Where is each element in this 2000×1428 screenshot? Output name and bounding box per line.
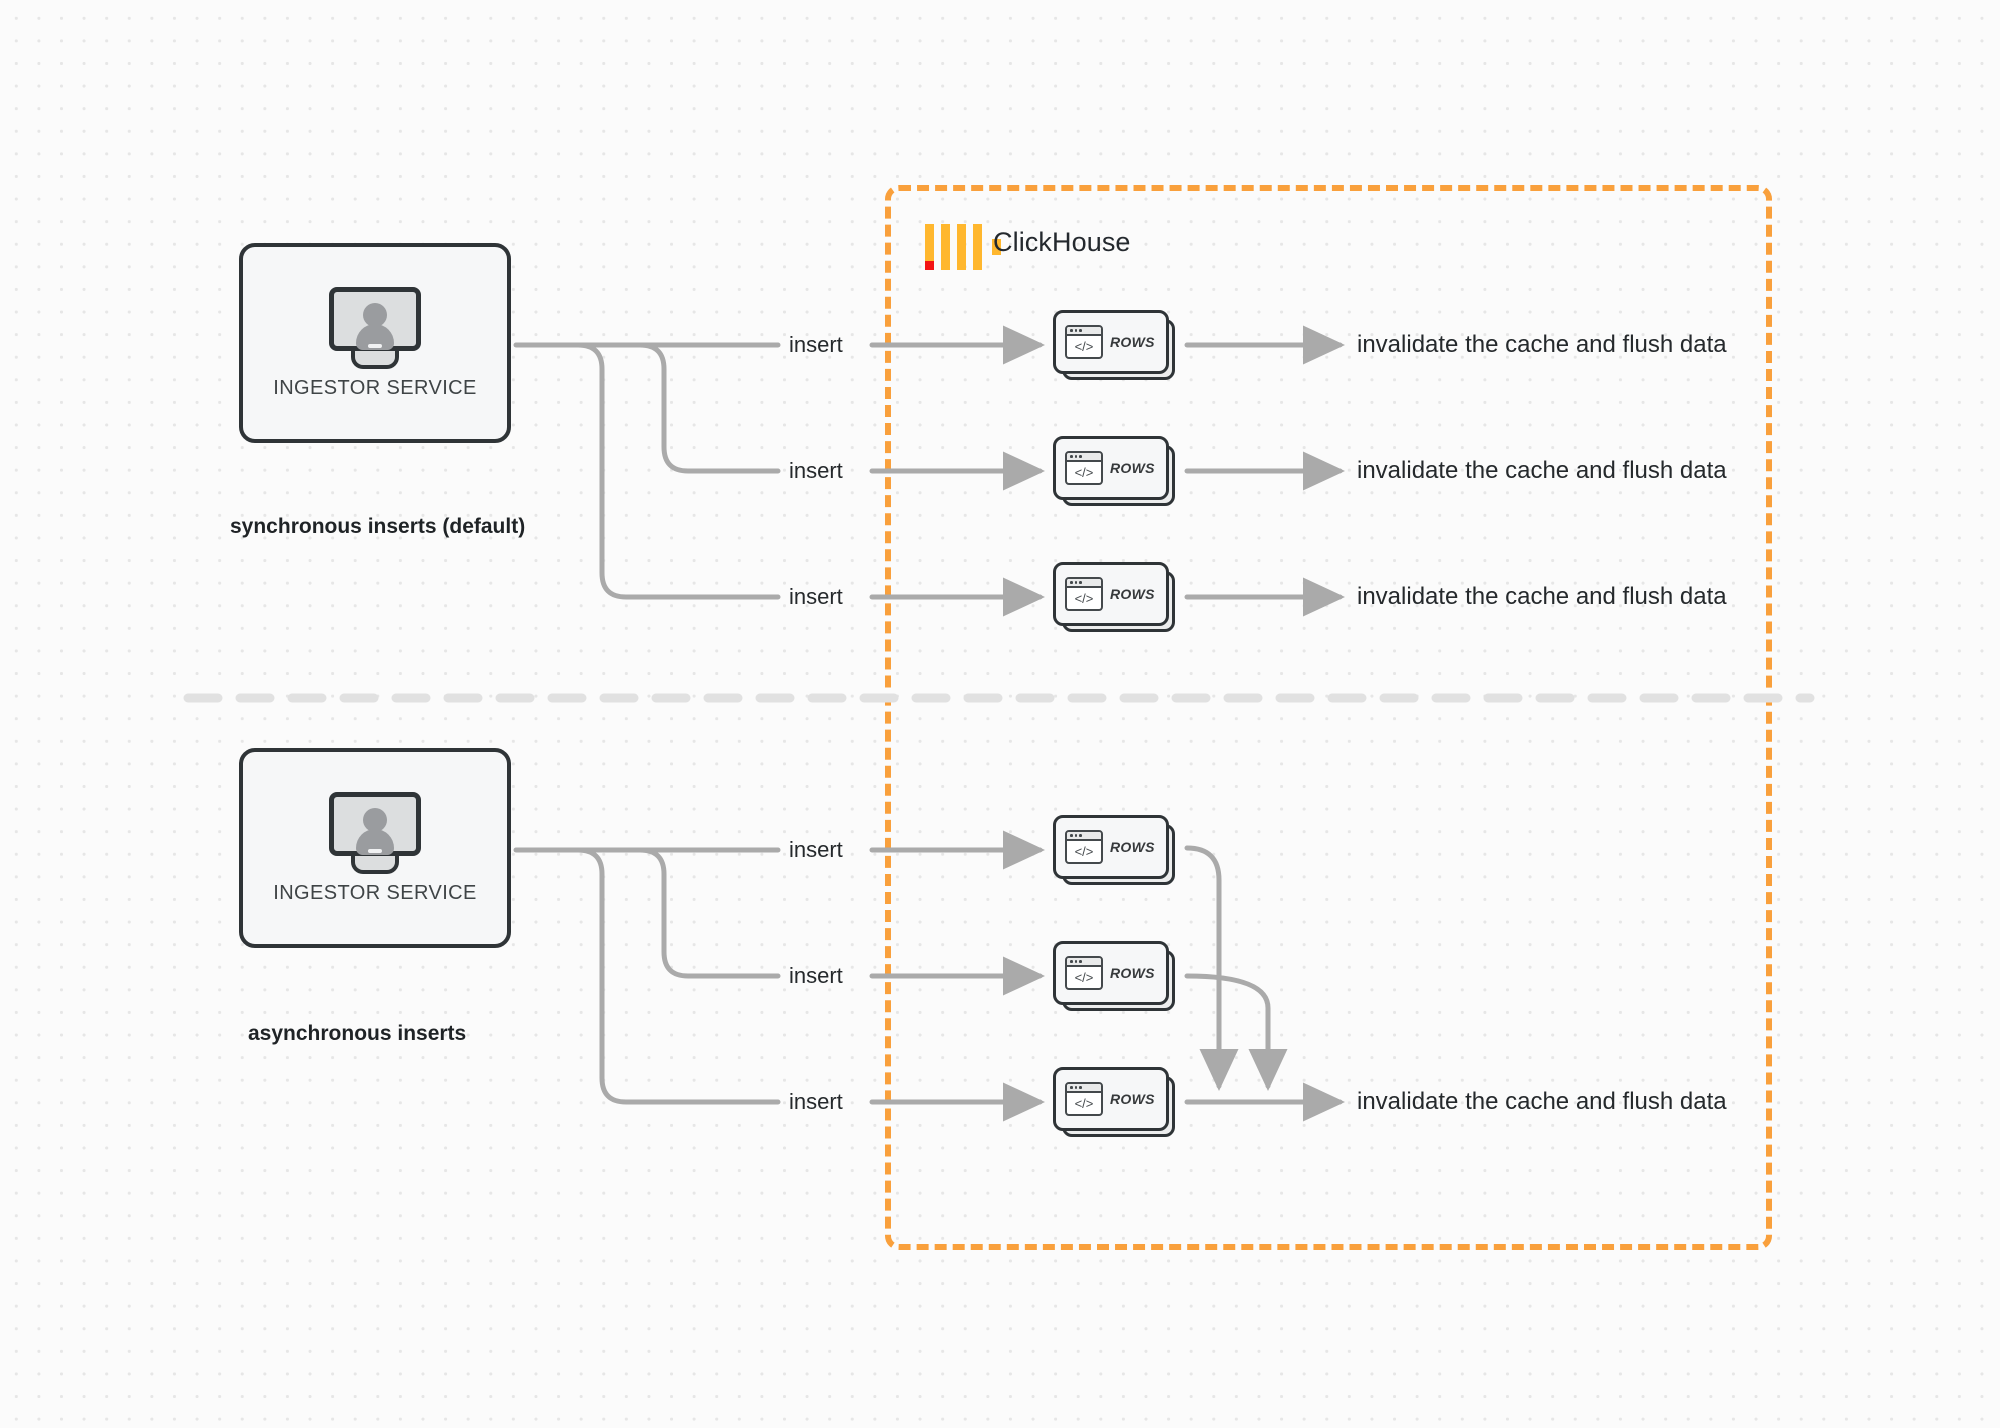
code-glyph: </> (1074, 591, 1094, 606)
rows-card-async-1[interactable]: </> ROWS (1053, 815, 1175, 885)
rows-card-front: </> ROWS (1053, 310, 1169, 374)
insert-label-sync-2: insert (789, 458, 843, 483)
sink-label-async: invalidate the cache and flush data (1357, 1088, 1727, 1115)
code-window-icon: </> (1065, 451, 1103, 485)
rows-card-front: </> ROWS (1053, 815, 1169, 879)
code-glyph: </> (1074, 970, 1094, 985)
ingestor-service-label: INGESTOR SERVICE (273, 881, 477, 904)
window-titlebar (1067, 327, 1101, 336)
clickhouse-logo-bar-2 (941, 224, 950, 270)
window-titlebar (1067, 832, 1101, 841)
rows-card-async-2[interactable]: </> ROWS (1053, 941, 1175, 1011)
section-caption-asynchronous: asynchronous inserts (248, 1022, 467, 1045)
monitor-notch (368, 848, 382, 853)
sink-label-sync-3: invalidate the cache and flush data (1357, 583, 1727, 610)
window-titlebar (1067, 1084, 1101, 1093)
clickhouse-logo-bar-1 (925, 224, 934, 270)
insert-label-async-1: insert (789, 837, 843, 862)
window-titlebar (1067, 453, 1101, 462)
code-glyph: </> (1074, 1096, 1094, 1111)
sink-label-sync-1: invalidate the cache and flush data (1357, 331, 1727, 358)
rows-card-label: ROWS (1110, 460, 1155, 476)
sync-wire-branch-2 (637, 342, 781, 474)
rows-card-front: </> ROWS (1053, 562, 1169, 626)
clickhouse-logo (925, 224, 1001, 270)
ingestor-service-sync[interactable]: INGESTOR SERVICE (239, 243, 511, 443)
window-titlebar (1067, 958, 1101, 967)
user-head (363, 302, 387, 327)
clickhouse-logo-stub (992, 239, 1001, 255)
monitor-stand (351, 853, 399, 874)
monitor-screen (329, 791, 421, 856)
section-caption-synchronous: synchronous inserts (default) (230, 515, 526, 538)
async-wire-branch-2 (637, 847, 781, 979)
rows-card-label: ROWS (1110, 1091, 1155, 1107)
code-glyph: </> (1074, 465, 1094, 480)
monitor-screen (329, 286, 421, 351)
ingestor-service-async[interactable]: INGESTOR SERVICE (239, 748, 511, 948)
rows-card-front: </> ROWS (1053, 436, 1169, 500)
rows-card-sync-3[interactable]: </> ROWS (1053, 562, 1175, 632)
clickhouse-boundary (885, 185, 1772, 1250)
window-titlebar (1067, 579, 1101, 588)
rows-card-front: </> ROWS (1053, 941, 1169, 1005)
code-glyph: </> (1074, 844, 1094, 859)
clickhouse-logo-bar-3 (957, 224, 966, 270)
monitor-user-icon (329, 791, 421, 876)
rows-card-label: ROWS (1110, 839, 1155, 855)
monitor-user-icon (329, 286, 421, 371)
code-glyph: </> (1074, 339, 1094, 354)
rows-card-label: ROWS (1110, 965, 1155, 981)
sink-label-sync-2: invalidate the cache and flush data (1357, 457, 1727, 484)
rows-card-label: ROWS (1110, 334, 1155, 350)
clickhouse-logo-bar-4 (973, 224, 982, 270)
insert-label-async-2: insert (789, 963, 843, 988)
code-window-icon: </> (1065, 956, 1103, 990)
user-head (363, 807, 387, 832)
code-window-icon: </> (1065, 830, 1103, 864)
code-window-icon: </> (1065, 577, 1103, 611)
sync-wire-branch-3 (575, 342, 781, 600)
ingestor-service-label: INGESTOR SERVICE (273, 376, 477, 399)
code-window-icon: </> (1065, 1082, 1103, 1116)
monitor-notch (368, 343, 382, 348)
rows-card-label: ROWS (1110, 586, 1155, 602)
insert-label-sync-1: insert (789, 332, 843, 357)
insert-label-async-3: insert (789, 1089, 843, 1114)
async-wire-branch-3 (575, 847, 781, 1105)
rows-card-sync-1[interactable]: </> ROWS (1053, 310, 1175, 380)
rows-card-async-3[interactable]: </> ROWS (1053, 1067, 1175, 1137)
insert-label-sync-3: insert (789, 584, 843, 609)
code-window-icon: </> (1065, 325, 1103, 359)
rows-card-front: </> ROWS (1053, 1067, 1169, 1131)
rows-card-sync-2[interactable]: </> ROWS (1053, 436, 1175, 506)
monitor-stand (351, 348, 399, 369)
clickhouse-brand-label: ClickHouse (993, 227, 1131, 257)
